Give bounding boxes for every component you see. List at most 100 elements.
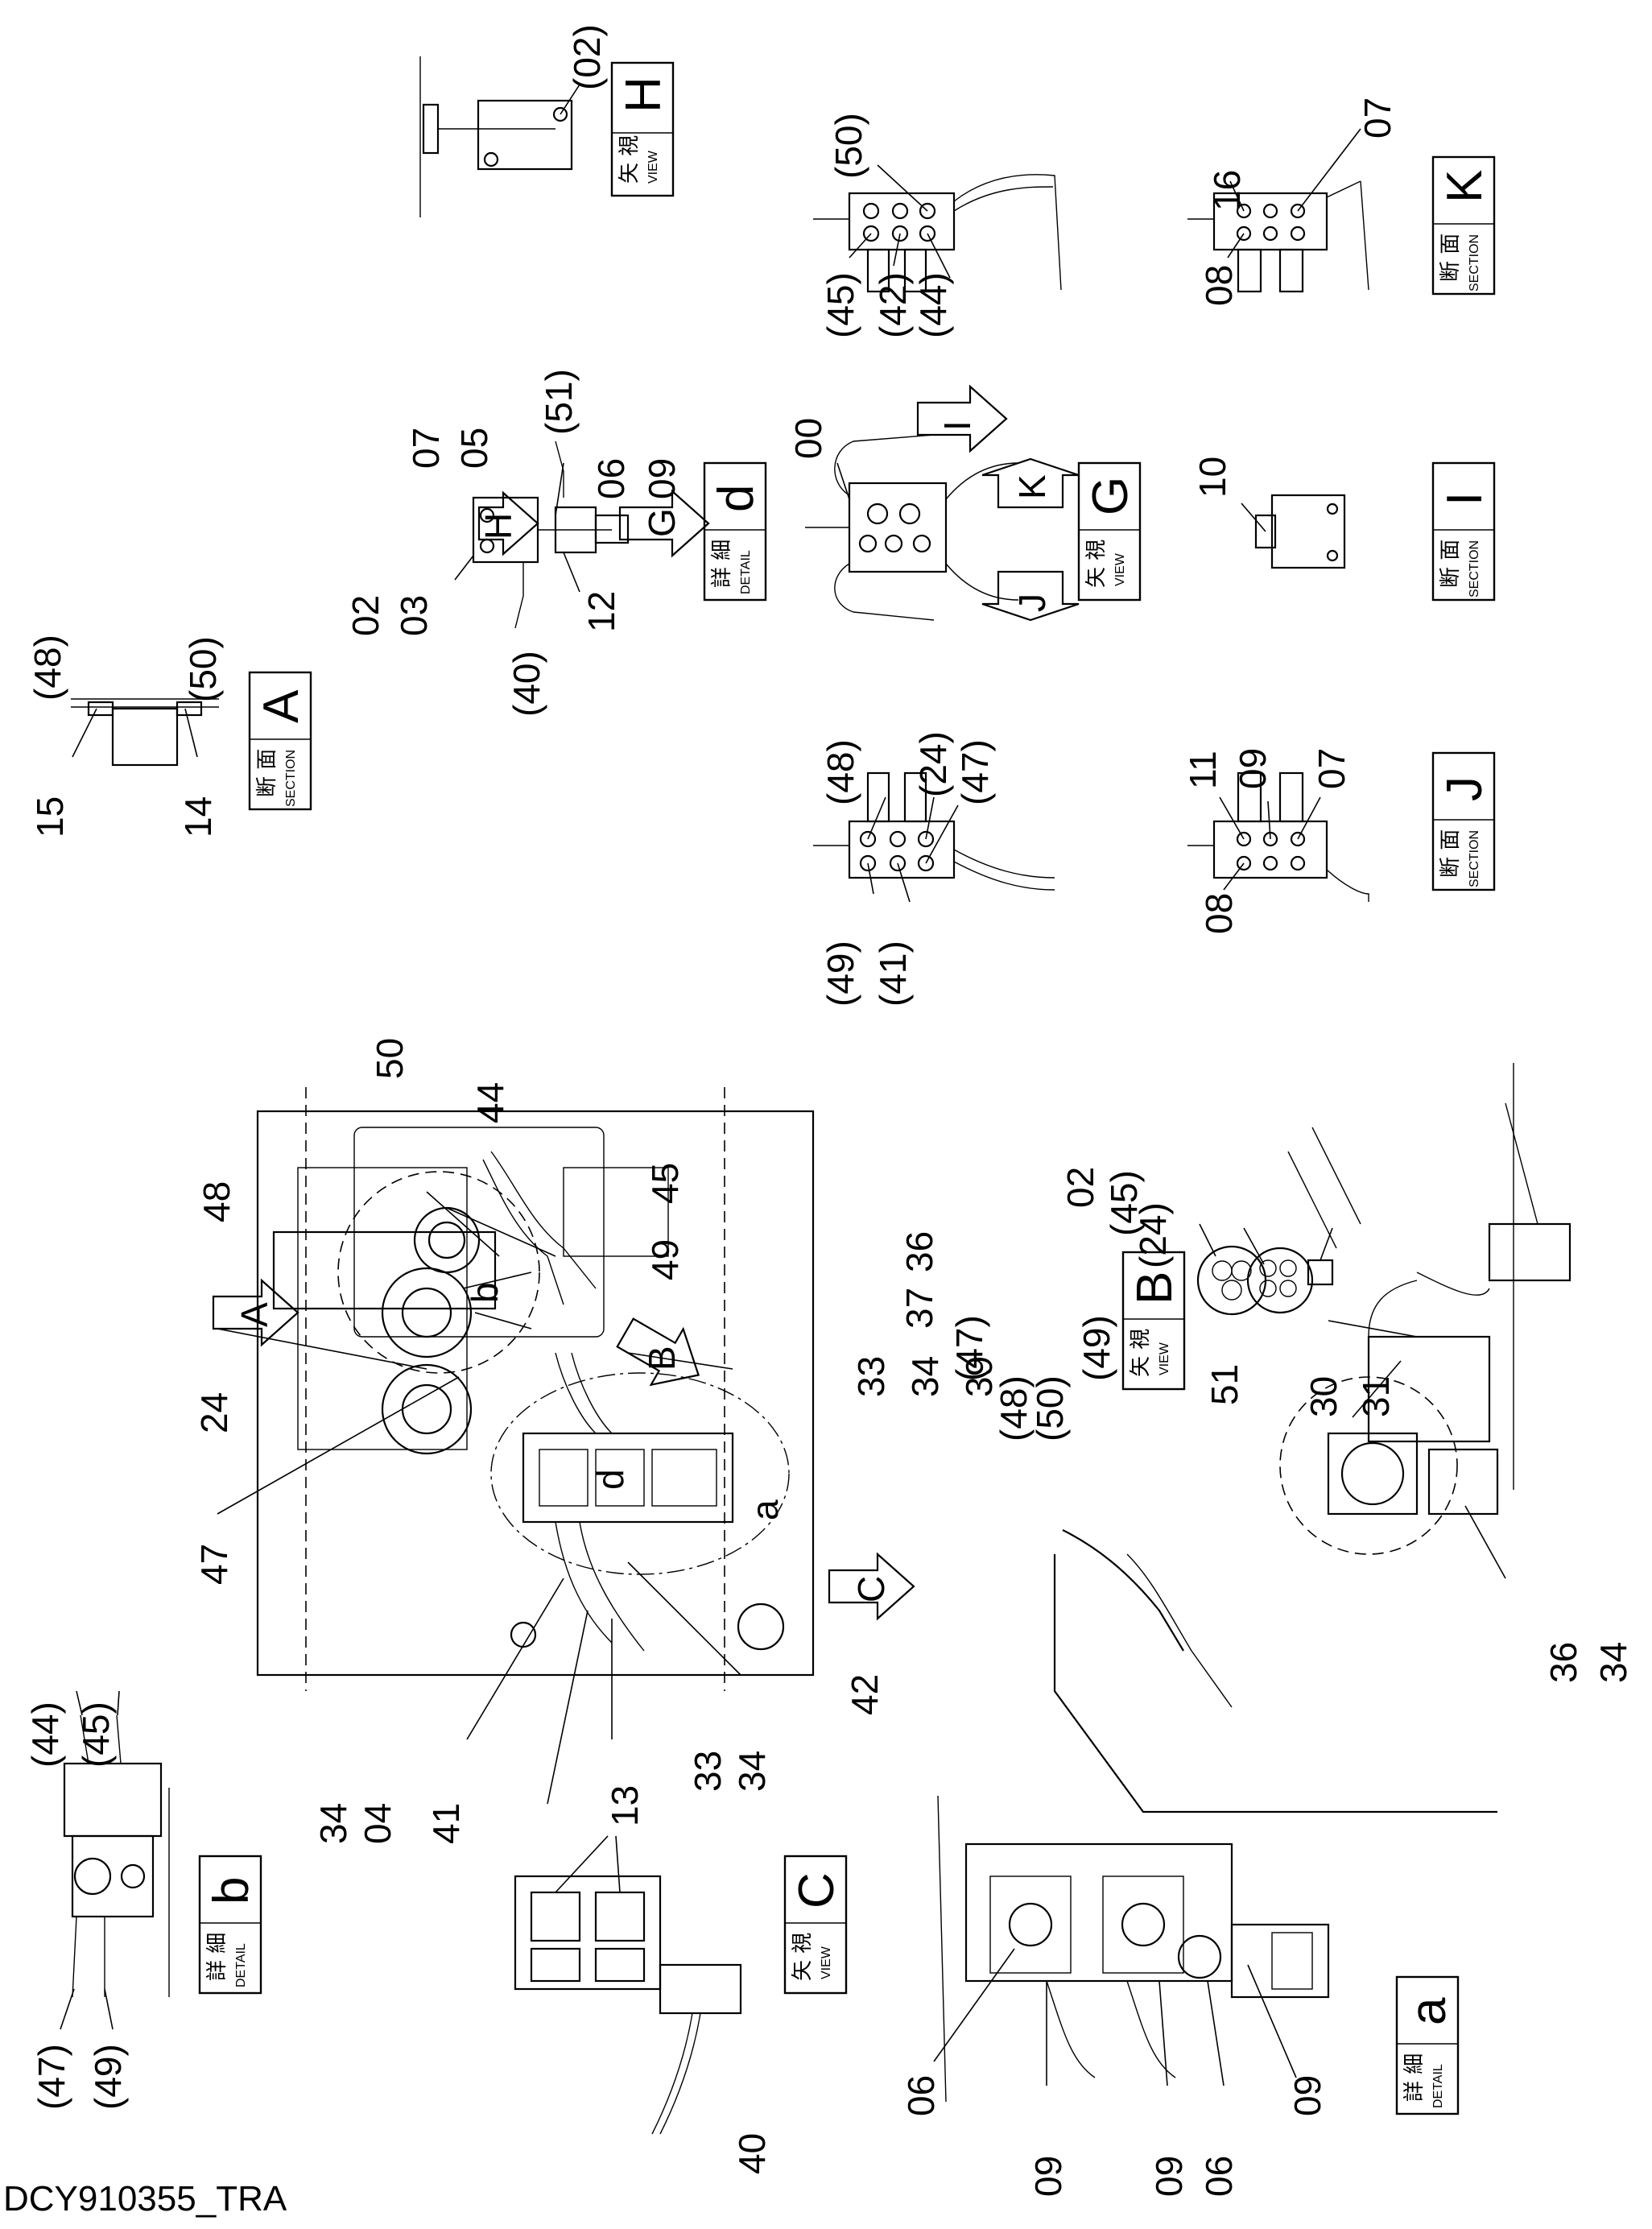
callout: 37: [898, 1288, 940, 1329]
side-view-drawing: [1053, 1063, 1571, 1813]
callout: 34: [904, 1356, 946, 1397]
callout: (48): [820, 739, 861, 805]
view-box-b-letter: B: [1127, 1272, 1183, 1305]
view-box-d-jp: 詳 細: [710, 540, 734, 588]
callout: (50): [182, 636, 224, 702]
view-box-g-jp: 矢 視: [1084, 540, 1109, 588]
section-a-drawing: [71, 698, 219, 767]
arrow-k-label: K: [1011, 474, 1053, 499]
callout: 05: [453, 428, 495, 469]
callout: 09: [641, 458, 683, 499]
callout: 07: [405, 428, 447, 469]
view-box-k: 断 面 SECTION K: [1431, 155, 1496, 296]
callout: 36: [1543, 1642, 1584, 1683]
arrow-a-label: A: [233, 1302, 275, 1327]
callout: (45): [1103, 1170, 1145, 1236]
arrow-g: G: [618, 489, 710, 558]
view-box-c-jp: 矢 視: [791, 1933, 815, 1981]
callout: (24): [1132, 1202, 1174, 1268]
callout: 30: [1303, 1376, 1344, 1417]
section-j-drawing: [1187, 771, 1369, 902]
view-box-g-en: VIEW: [1113, 552, 1127, 586]
callout: 06: [900, 2075, 942, 2116]
arrow-j: J: [981, 570, 1080, 622]
callout: 06: [590, 458, 632, 499]
callout: 04: [357, 1803, 399, 1844]
callout: 03: [393, 595, 435, 636]
callout: 45: [644, 1163, 686, 1204]
callout: (48): [27, 635, 68, 701]
callout: (41): [872, 941, 914, 1007]
arrow-j-label: J: [1011, 593, 1053, 612]
callout: 47: [193, 1544, 235, 1585]
section-i-drawing: [1241, 494, 1346, 569]
callout: (45): [820, 272, 861, 338]
view-box-k-letter: K: [1437, 170, 1493, 203]
callout: (42): [872, 272, 914, 338]
detail-b-drawing: [60, 1690, 170, 2030]
callout: 02: [345, 595, 386, 636]
callout: (50): [1029, 1375, 1071, 1441]
callout: 07: [1311, 748, 1353, 789]
view-box-b-en: VIEW: [1158, 1342, 1171, 1375]
callout: 10: [1192, 457, 1233, 498]
callout: 41: [425, 1803, 467, 1844]
arrow-h: H: [477, 490, 539, 556]
callout: 44: [469, 1082, 511, 1123]
callout: 51: [1204, 1364, 1245, 1405]
view-c-drawing: [514, 1835, 742, 2135]
section-j-source-drawing: [813, 771, 1055, 903]
view-box-d: 詳 細 DETAIL d: [703, 461, 767, 602]
callout: 34: [731, 1751, 773, 1792]
view-box-ad-jp: 詳 細: [1402, 2053, 1427, 2102]
callout: 12: [580, 591, 622, 632]
callout: 15: [29, 796, 71, 837]
arrow-c-label: C: [850, 1576, 892, 1602]
callout: 13: [604, 1785, 646, 1826]
view-box-c: 矢 視 VIEW C: [783, 1855, 848, 1995]
callout: (24): [912, 731, 954, 797]
view-box-d-en: DETAIL: [739, 550, 753, 594]
view-box-b-detail: 詳 細 DETAIL b: [198, 1855, 262, 1995]
view-box-h: 矢 視 VIEW H: [610, 61, 675, 197]
view-box-j-letter: J: [1437, 776, 1493, 801]
view-box-h-en: VIEW: [646, 150, 660, 184]
view-box-i-jp: 断 面: [1439, 540, 1463, 588]
view-box-a-jp: 断 面: [255, 749, 279, 797]
section-k-drawing: [1187, 128, 1369, 293]
view-g-drawing: [805, 434, 1019, 621]
area-letter-b: b: [464, 1282, 506, 1303]
view-box-d-letter: d: [708, 485, 764, 512]
callout: 09: [1148, 2156, 1190, 2197]
callout: 02: [1059, 1167, 1101, 1208]
callout: 49: [644, 1239, 686, 1280]
view-box-ad-en: DETAIL: [1431, 2064, 1445, 2108]
callout: 09: [1286, 2075, 1328, 2116]
callout: 33: [687, 1751, 729, 1792]
view-box-j-jp: 断 面: [1439, 829, 1463, 878]
view-box-bd-jp: 詳 細: [205, 1933, 229, 1981]
view-box-a-en: SECTION: [284, 750, 298, 807]
arrow-b: B: [616, 1317, 700, 1387]
view-box-g-letter: G: [1083, 477, 1138, 515]
view-box-bd-en: DETAIL: [234, 1943, 248, 1987]
view-box-h-jp: 矢 視: [617, 135, 642, 184]
arrow-i-label: I: [936, 420, 978, 431]
callout: 08: [1198, 265, 1240, 306]
callout: 48: [196, 1181, 237, 1222]
arrow-b-label: B: [641, 1346, 683, 1371]
callout: 06: [1198, 2156, 1240, 2197]
callout: 50: [369, 1038, 411, 1079]
callout: (49): [820, 941, 861, 1007]
view-box-k-en: SECTION: [1468, 234, 1481, 292]
view-box-i-letter: I: [1437, 492, 1493, 506]
view-box-k-jp: 断 面: [1439, 234, 1463, 282]
callout: 33: [850, 1356, 892, 1397]
arrow-h-label: H: [477, 513, 519, 540]
callout: (47): [31, 2044, 72, 2110]
callout: 34: [1592, 1642, 1634, 1683]
callout: 09: [1232, 748, 1274, 789]
view-box-bd-letter: b: [204, 1877, 259, 1904]
view-box-b-jp: 矢 視: [1129, 1329, 1153, 1377]
callout: (44): [912, 272, 954, 338]
